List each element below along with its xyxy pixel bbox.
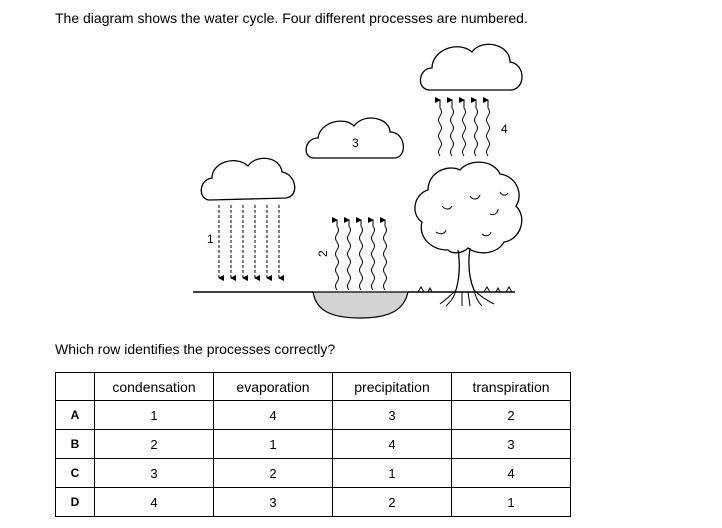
- rain-arrows: [218, 205, 284, 281]
- cloud-middle: [305, 117, 404, 159]
- header-condensation: condensation: [94, 372, 214, 401]
- table-cell: 3: [213, 487, 333, 517]
- table-cell: 3: [332, 400, 452, 430]
- tree: [414, 161, 523, 307]
- table-cell: 1: [213, 429, 333, 459]
- cloud-left: [200, 157, 296, 201]
- table-cell: 4: [451, 458, 571, 488]
- label-process-2: 2: [316, 250, 330, 257]
- row-letter: D: [55, 487, 95, 517]
- header-transpiration: transpiration: [451, 372, 571, 401]
- table-cell: 1: [94, 400, 214, 430]
- table-header-blank: [55, 372, 95, 401]
- table-cell: 3: [94, 458, 214, 488]
- answer-table: condensation evaporation precipitation t…: [55, 372, 571, 517]
- label-process-3: 3: [352, 136, 359, 150]
- header-evaporation: evaporation: [213, 372, 333, 401]
- evaporation-arrows: [332, 217, 387, 291]
- label-process-1: 1: [207, 232, 214, 246]
- cloud-right: [419, 43, 523, 91]
- row-letter: C: [55, 458, 95, 488]
- transpiration-arrows: [435, 97, 490, 157]
- table-cell: 3: [451, 429, 571, 459]
- row-letter: B: [55, 429, 95, 459]
- header-precipitation: precipitation: [332, 372, 452, 401]
- table-cell: 2: [332, 487, 452, 517]
- table-cell: 2: [213, 458, 333, 488]
- table-cell: 1: [332, 458, 452, 488]
- question-intro: The diagram shows the water cycle. Four …: [55, 10, 528, 26]
- lake: [312, 291, 409, 319]
- table-cell: 4: [332, 429, 452, 459]
- water-cycle-diagram: 1 2 3 4: [193, 43, 523, 319]
- table-cell: 2: [451, 400, 571, 430]
- question-prompt: Which row identifies the processes corre…: [55, 341, 336, 357]
- table-row[interactable]: B 2 1 4 3: [55, 429, 571, 459]
- ground-line: [193, 286, 515, 293]
- table-row[interactable]: A 1 4 3 2: [55, 400, 571, 430]
- table-cell: 2: [94, 429, 214, 459]
- table-row[interactable]: C 3 2 1 4: [55, 458, 571, 488]
- label-process-4: 4: [501, 122, 508, 136]
- table-header-row: condensation evaporation precipitation t…: [55, 372, 571, 401]
- table-cell: 4: [94, 487, 214, 517]
- table-row[interactable]: D 4 3 2 1: [55, 487, 571, 517]
- row-letter: A: [55, 400, 95, 430]
- table-cell: 1: [451, 487, 571, 517]
- table-cell: 4: [213, 400, 333, 430]
